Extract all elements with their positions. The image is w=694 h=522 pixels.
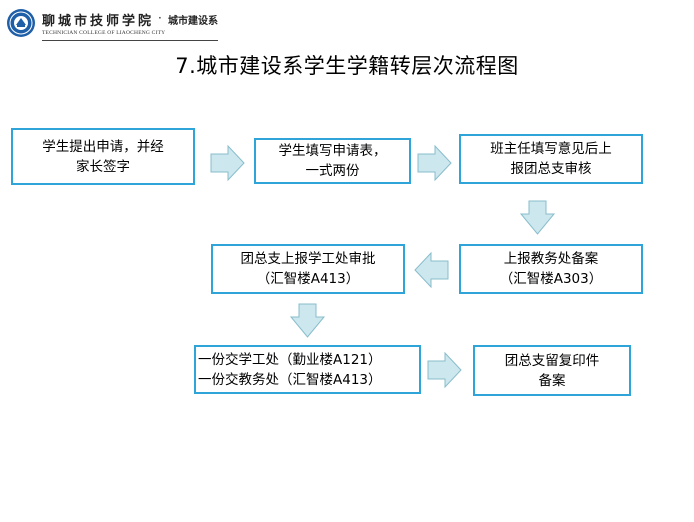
step-1-line-2: 家长签字 [76, 158, 130, 175]
header-divider [42, 40, 218, 41]
step-box-1: 学生提出申请，并经 家长签字 [11, 128, 195, 185]
arrow-right-1 [210, 144, 245, 182]
arrow-down-1 [519, 200, 556, 235]
step-2-line-1: 学生填写申请表， [278, 143, 387, 159]
step-7-line-2: 备案 [538, 372, 566, 389]
step-6-line-1: 一份交学工处（勤业楼A121） [198, 351, 382, 368]
step-box-4: 上报教务处备案 （汇智楼A303） [459, 244, 643, 294]
department-name: 城市建设系 [168, 16, 218, 27]
step-2-line-2: 一式两份 [305, 163, 360, 179]
school-name-separator: · [158, 11, 162, 25]
school-logo-icon [7, 9, 35, 37]
school-name-en: TECHNICIAN COLLEGE OF LIAOCHENG CITY [42, 30, 166, 36]
page-title: 7.城市建设系学生学籍转层次流程图 [175, 54, 519, 78]
arrow-right-2 [417, 144, 452, 182]
step-4-line-1: 上报教务处备案 [503, 251, 599, 267]
step-box-7: 团总支留复印件 备案 [473, 345, 631, 396]
step-5-line-1: 团总支上报学工处审批 [240, 251, 376, 267]
step-box-3: 班主任填写意见后上 报团总支审核 [459, 134, 643, 184]
step-box-5: 团总支上报学工处审批 （汇智楼A413） [211, 244, 405, 294]
arrow-right-3 [427, 351, 462, 389]
step-1-line-1: 学生提出申请，并经 [42, 138, 164, 155]
step-box-2: 学生填写申请表， 一式两份 [254, 138, 411, 184]
school-name-cn: 聊城市技师学院 [42, 14, 155, 29]
arrow-left-1 [414, 251, 449, 289]
header: 聊城市技师学院 · 城市建设系 TECHNICIAN COLLEGE OF LI… [6, 8, 256, 52]
step-box-6: 一份交学工处（勤业楼A121） 一份交教务处（汇智楼A413） [194, 345, 421, 394]
step-7-line-1: 团总支留复印件 [504, 352, 600, 369]
step-3-line-1: 班主任填写意见后上 [490, 141, 612, 157]
arrow-down-2 [289, 303, 326, 338]
step-5-line-2: （汇智楼A413） [256, 271, 360, 287]
step-3-line-2: 报团总支审核 [510, 161, 592, 177]
step-4-line-2: （汇智楼A303） [499, 271, 603, 287]
step-6-line-2: 一份交教务处（汇智楼A413） [198, 371, 382, 388]
